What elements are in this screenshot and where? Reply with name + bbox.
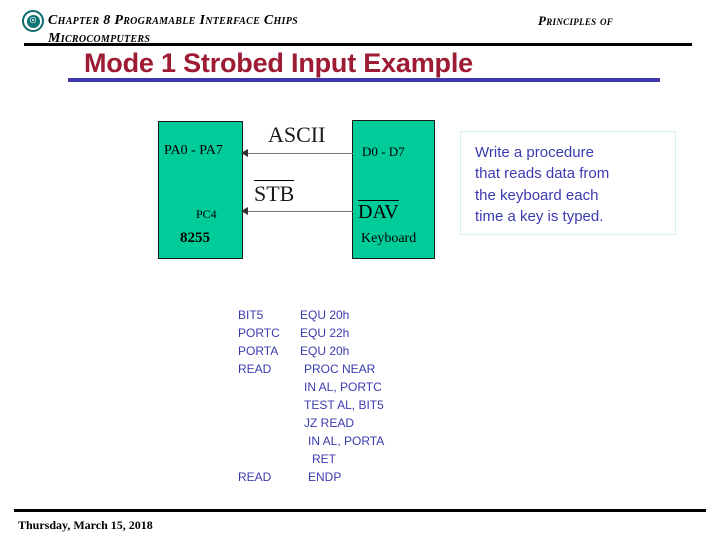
code-row-instruction: JZ READ	[304, 416, 355, 430]
strobe-arrow-head-icon	[241, 207, 248, 215]
code-row-instruction: IN AL, PORTA	[308, 434, 385, 448]
code-row: READ ENDP	[238, 470, 468, 488]
code-row: RET	[238, 452, 468, 470]
title-underline-rule	[68, 78, 660, 82]
code-row: IN AL, PORTC	[238, 380, 468, 398]
dav-overbar: DAV	[358, 200, 399, 223]
page-title: Mode 1 Strobed Input Example	[84, 48, 473, 78]
ascii-arrow-head-icon	[241, 149, 248, 157]
header-divider-rule	[24, 43, 692, 46]
code-row: JZ READ	[238, 416, 468, 434]
code-row-instruction: EQU 22h	[300, 326, 350, 340]
code-row: READ PROC NEAR	[238, 362, 468, 380]
code-row-instruction: EQU 20h	[300, 344, 350, 358]
seal-emblem-inner: ☉	[26, 14, 40, 28]
code-row-instruction: RET	[312, 452, 336, 466]
strobe-signal-label: STB	[254, 180, 295, 207]
code-row-label: BIT5	[238, 308, 264, 322]
callout-line: that reads data from	[475, 165, 610, 183]
code-row: PORTC EQU 22h	[238, 326, 468, 344]
stb-overbar: STB	[254, 180, 295, 206]
code-row-instruction: TEST AL, BIT5	[304, 398, 384, 412]
chip-8255-port-c-label: PC4	[196, 207, 217, 221]
code-row-instruction: PROC NEAR	[304, 362, 376, 376]
header-chapter-title-line2: Microcomputers	[48, 31, 151, 46]
chip-keyboard-block	[352, 120, 435, 259]
slide-header: ☉ Chapter 8 Programable Interface Chips …	[0, 0, 720, 46]
header-book-title: Principles of	[538, 13, 614, 28]
ascii-arrow-line	[247, 153, 353, 154]
code-row-label: READ	[238, 470, 272, 484]
callout-line: Write a procedure	[475, 144, 594, 161]
code-row-label: READ	[238, 362, 272, 376]
chip-8255-name-label: 8255	[180, 230, 210, 246]
code-row: PORTA EQU 20h	[238, 344, 468, 362]
chip-8255-port-a-label: PA0 - PA7	[164, 143, 223, 158]
code-row: IN AL, PORTA	[238, 434, 468, 452]
strobe-arrow-line	[247, 211, 353, 212]
code-row-instruction: ENDP	[308, 470, 342, 484]
callout-line: the keyboard each	[475, 186, 599, 204]
footer-divider-rule	[14, 509, 706, 512]
code-row-label: PORTC	[238, 326, 280, 340]
seal-emblem-icon: ☉	[22, 10, 44, 32]
assignment-callout-box: Write a procedure that reads data from t…	[460, 131, 676, 235]
chip-8255-block	[158, 121, 243, 259]
keyboard-data-label: D0 - D7	[362, 144, 405, 159]
code-row: TEST AL, BIT5	[238, 398, 468, 416]
code-row: BIT5 EQU 20h	[238, 308, 468, 326]
keyboard-dav-signal-label: DAV	[358, 200, 399, 224]
footer-date: Thursday, March 15, 2018	[18, 518, 153, 532]
code-row-instruction: IN AL, PORTC	[304, 380, 382, 394]
callout-line: time a key is typed.	[475, 207, 604, 225]
keyboard-device-name-label: Keyboard	[361, 231, 417, 246]
code-row-label: PORTA	[238, 344, 279, 358]
code-row-instruction: EQU 20h	[300, 308, 350, 322]
header-chapter-title-line1: Chapter 8 Programable Interface Chips	[48, 13, 299, 28]
ascii-bus-label: ASCII	[268, 122, 326, 147]
